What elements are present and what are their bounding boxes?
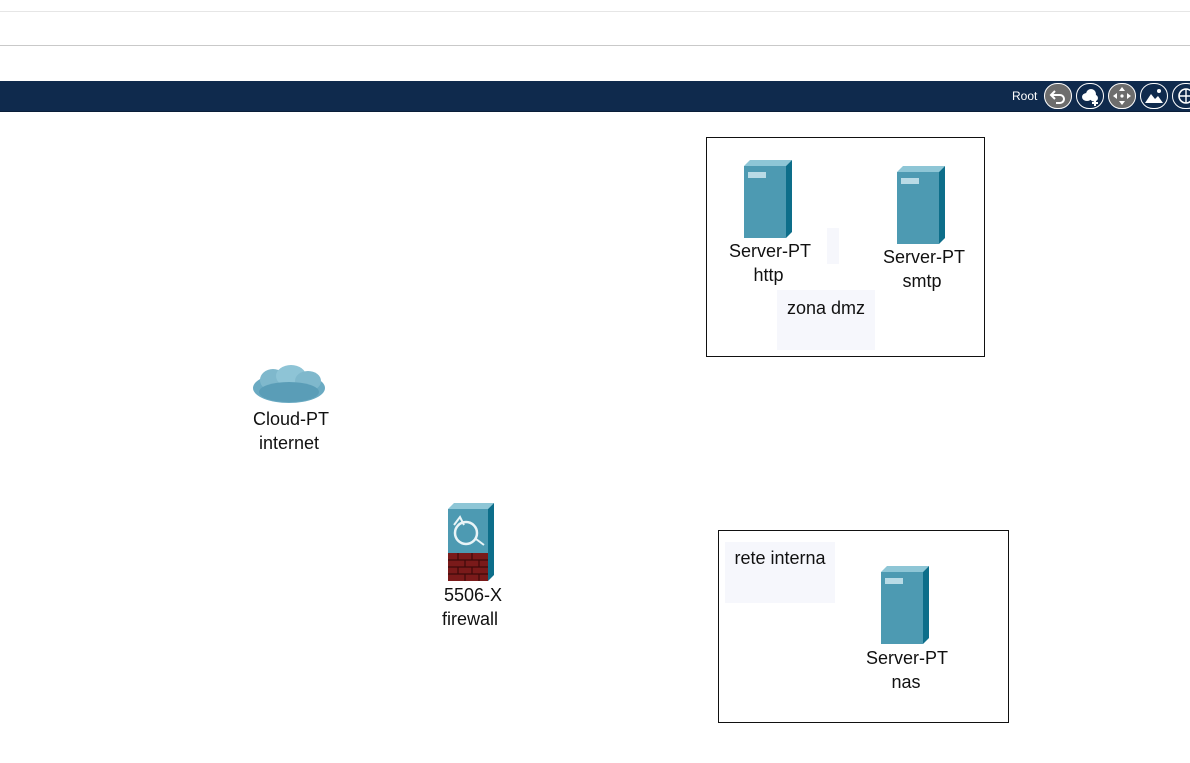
device-name-label: internet bbox=[258, 433, 320, 453]
firewall-icon bbox=[448, 503, 494, 581]
server-smtp-device[interactable] bbox=[897, 166, 947, 246]
device-name-label: smtp bbox=[902, 271, 942, 291]
root-breadcrumb[interactable]: Root bbox=[1012, 89, 1038, 103]
firewall-device[interactable] bbox=[446, 503, 496, 583]
note-fragment bbox=[827, 228, 839, 264]
server-nas-device[interactable] bbox=[881, 566, 931, 646]
dmz-note[interactable]: zona dmz bbox=[777, 290, 875, 350]
main-toolbar bbox=[0, 12, 1190, 46]
new-cluster-button[interactable] bbox=[1076, 83, 1104, 109]
device-model-label: 5506-X bbox=[443, 585, 503, 605]
move-object-button[interactable] bbox=[1108, 83, 1136, 109]
background-image-icon bbox=[1145, 89, 1163, 103]
move-object-icon bbox=[1113, 87, 1131, 105]
server-http-device[interactable] bbox=[744, 160, 794, 240]
server-icon bbox=[897, 166, 945, 244]
device-name-label: http bbox=[753, 265, 784, 285]
device-model-label: Cloud-PT bbox=[252, 409, 330, 429]
menu-strip bbox=[0, 0, 1190, 12]
back-icon bbox=[1049, 90, 1065, 104]
server-icon bbox=[881, 566, 929, 644]
viewport-button[interactable] bbox=[1172, 83, 1190, 109]
set-background-button[interactable] bbox=[1140, 83, 1168, 109]
logical-workspace[interactable] bbox=[0, 112, 1190, 763]
device-name-label: firewall bbox=[441, 609, 498, 629]
dmz-area-rectangle[interactable] bbox=[706, 137, 985, 357]
back-button[interactable] bbox=[1044, 83, 1072, 109]
internal-network-note[interactable]: rete interna bbox=[725, 542, 835, 603]
device-name-label: nas bbox=[891, 672, 921, 692]
cloud-internet-device[interactable] bbox=[251, 364, 327, 406]
device-model-label: Server-PT bbox=[882, 247, 965, 267]
internal-network-rectangle[interactable] bbox=[718, 530, 1009, 723]
server-icon bbox=[744, 160, 792, 238]
device-model-label: Server-PT bbox=[865, 648, 948, 668]
logical-navigation-bar bbox=[0, 81, 1190, 112]
device-model-label: Server-PT bbox=[728, 241, 811, 261]
new-cluster-icon bbox=[1082, 89, 1098, 106]
viewport-icon bbox=[1178, 88, 1190, 104]
cloud-icon bbox=[253, 365, 325, 403]
